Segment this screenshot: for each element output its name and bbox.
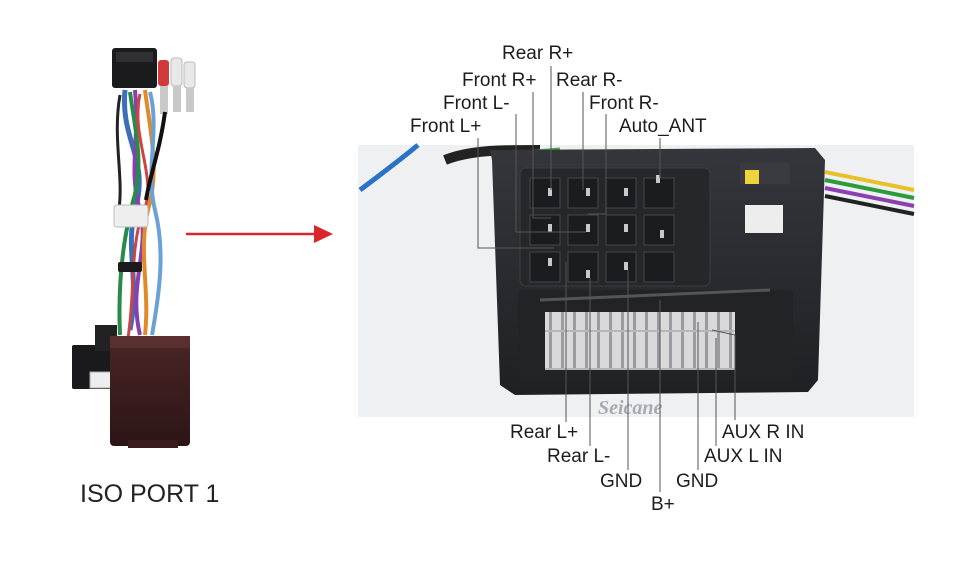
pin-grid [529, 177, 675, 283]
pin-label-rear-r-minus: Rear R- [556, 70, 623, 91]
leader-lines-bottom [565, 262, 736, 492]
leader-lines-top [477, 66, 661, 249]
pin-label-front-r-plus: Front R+ [462, 70, 537, 91]
pin-label-b-plus: B+ [651, 494, 675, 515]
pin-label-rear-r-plus: Rear R+ [502, 43, 574, 64]
pin-label-aux-l-in: AUX L IN [704, 446, 783, 467]
red-arrow-icon [186, 225, 333, 243]
harness-image [72, 48, 196, 448]
pin-label-gnd-2: GND [676, 471, 719, 492]
connector-photo: Seicane [358, 143, 915, 419]
watermark: Seicane [598, 397, 663, 419]
pin-label-front-l-plus: Front L+ [410, 116, 482, 137]
pin-label-front-r-minus: Front R- [589, 93, 659, 114]
pin-label-aux-r-in: AUX R IN [722, 422, 805, 443]
pin-label-gnd-1: GND [600, 471, 643, 492]
caption: ISO PORT 1 [80, 480, 219, 508]
pin-label-auto-ant: Auto_ANT [619, 116, 707, 137]
pin-label-rear-l-plus: Rear L+ [510, 422, 579, 443]
pin-label-rear-l-minus: Rear L- [547, 446, 611, 467]
pin-label-front-l-minus: Front L- [443, 93, 510, 114]
